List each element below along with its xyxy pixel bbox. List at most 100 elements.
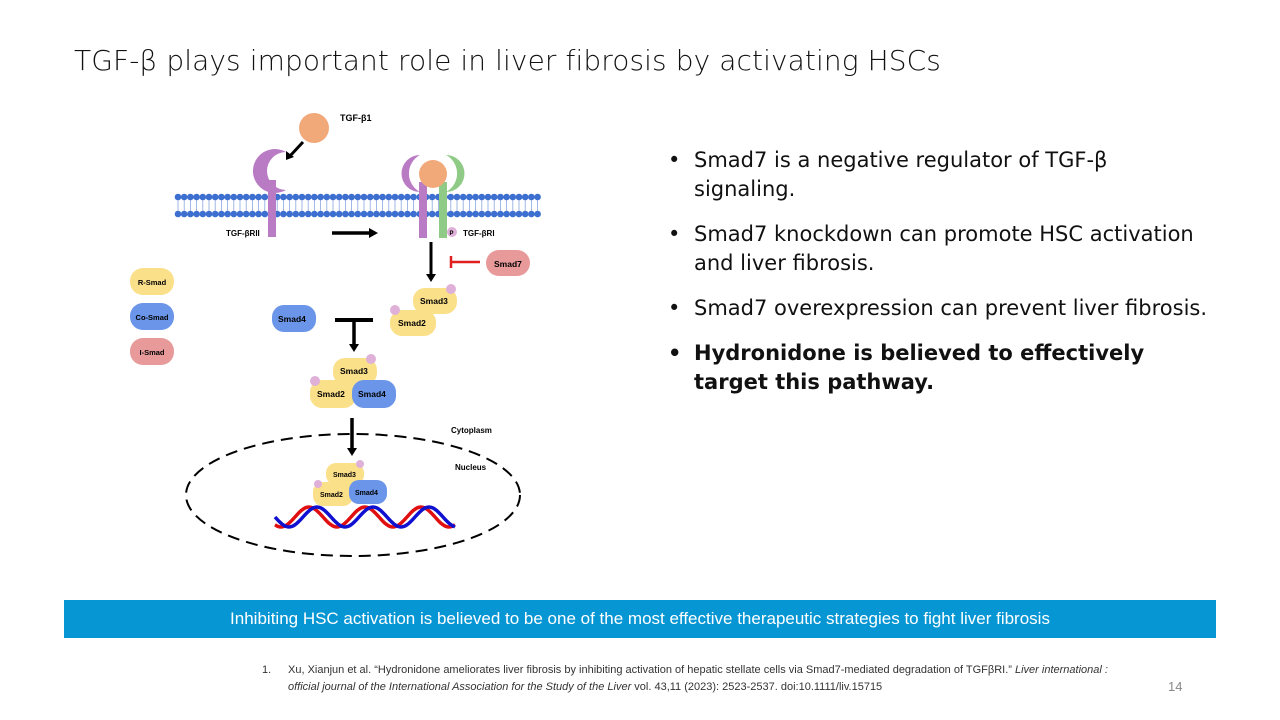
lipid-head [459, 193, 467, 201]
tgf-beta-pathway-diagram: TGF-β1 TGF-βRII P TGF-βRI Smad7 Smad3 Sm… [130, 113, 541, 557]
lipid-head [478, 210, 486, 218]
phospho-badge [390, 305, 400, 315]
lipid-head [255, 210, 262, 218]
lipid-head [521, 210, 529, 218]
reference: 1. Xu, Xianjun et al. “Hydronidone ameli… [262, 662, 1142, 696]
legend-label: Co-Smad [136, 313, 169, 322]
lipid-head [298, 193, 306, 201]
lipid-head [187, 193, 194, 201]
tgf-beta-rii-complex-receptor [401, 155, 420, 192]
lipid-head [478, 193, 486, 201]
lipid-head [311, 193, 318, 201]
lipid-head [484, 210, 492, 218]
transition-arrow-head [369, 228, 378, 238]
legend-swatch [130, 338, 174, 365]
lipid-head [280, 193, 287, 201]
lipid-head [335, 210, 343, 218]
cytoplasm-label: Cytoplasm [451, 426, 492, 435]
lipid-head [180, 210, 188, 218]
legend-label: R-Smad [138, 278, 167, 287]
smad3-complex [333, 358, 377, 385]
lipid-head [335, 193, 343, 201]
smad2-nuclear [313, 482, 353, 506]
dna-double-helix [273, 505, 456, 529]
lipid-head [292, 210, 300, 218]
lipid-head [317, 210, 324, 218]
lipid-head [261, 193, 269, 201]
lipid-head [447, 193, 455, 201]
bullet-list: Smad7 is a negative regulator of TGF-β s… [668, 146, 1208, 413]
lipid-head [236, 210, 244, 218]
lipid-head [453, 210, 461, 218]
lipid-head [503, 210, 510, 218]
lipid-head [187, 210, 194, 218]
lipid-head [466, 193, 473, 201]
smad3-nuclear [326, 463, 364, 485]
lipid-head [280, 210, 287, 218]
reference-text: Xu, Xianjun et al. “Hydronidone ameliora… [288, 664, 1015, 676]
lipid-head [249, 193, 256, 201]
lipid-head [342, 193, 349, 201]
lipid-head [218, 210, 225, 218]
lipid-head [379, 210, 386, 218]
lipid-head [348, 210, 355, 218]
lipid-head [230, 210, 238, 218]
lipid-head [410, 193, 417, 201]
lipid-head [472, 193, 479, 201]
phospho-badge [314, 480, 322, 488]
lipid-head [509, 210, 517, 218]
tgf-beta-rii-label: TGF-βRII [226, 229, 260, 238]
reference-journal: Liver international : official journal o… [288, 664, 1108, 693]
tgf-beta-rii-stem [268, 180, 276, 237]
lipid-head [360, 210, 368, 218]
smad7-label: Smad7 [494, 259, 522, 269]
lipid-head [503, 193, 510, 201]
lipid-head [342, 210, 349, 218]
signal-arrow-head [426, 274, 436, 282]
smad3-label: Smad3 [333, 472, 356, 479]
tgf-beta-ri-label: TGF-βRI [463, 229, 495, 238]
lipid-head [249, 210, 256, 218]
dna-strand-blue [273, 505, 456, 529]
lipid-head [354, 193, 362, 201]
page-number: 14 [1168, 679, 1183, 694]
smad4-nuclear [349, 480, 387, 504]
binding-arrow-head [286, 151, 294, 160]
lipid-head [205, 210, 213, 218]
lipid-head [236, 193, 244, 201]
lipid-head [428, 193, 436, 201]
smad2-label: Smad2 [317, 389, 345, 399]
merge-arrow-head [349, 344, 359, 352]
lipid-head [261, 210, 269, 218]
lipid-head [404, 193, 411, 201]
lipid-head [366, 210, 374, 218]
lipid-head [174, 210, 182, 218]
smad3-label: Smad3 [420, 296, 448, 306]
lipid-head [255, 193, 262, 201]
lipid-head [528, 193, 535, 201]
legend-swatch [130, 268, 174, 295]
tgf-beta-rii-receptor [252, 149, 286, 193]
lipid-head [354, 210, 362, 218]
tgf-beta1-ligand [299, 113, 329, 143]
reference-tail: vol. 43,11 (2023): 2523-2537. doi:10.111… [631, 681, 883, 693]
lipid-head [304, 210, 312, 218]
lipid-head [534, 193, 541, 201]
lipid-head [515, 193, 523, 201]
lipid-head [174, 193, 182, 201]
lipid-head [199, 210, 207, 218]
lipid-head [329, 193, 337, 201]
lipid-head [286, 210, 293, 218]
lipid-head [230, 193, 238, 201]
lipid-head [224, 210, 231, 218]
lipid-head [472, 210, 479, 218]
lipid-head [211, 193, 219, 201]
lipid-head [534, 210, 541, 218]
smad3-protein [413, 288, 457, 314]
lipid-head [528, 210, 535, 218]
lipid-head [366, 193, 374, 201]
reference-body: Xu, Xianjun et al. “Hydronidone ameliora… [262, 662, 1142, 696]
key-message-banner: Inhibiting HSC activation is believed to… [64, 600, 1216, 638]
slide-title: TGF-β plays important role in liver fibr… [74, 44, 941, 77]
